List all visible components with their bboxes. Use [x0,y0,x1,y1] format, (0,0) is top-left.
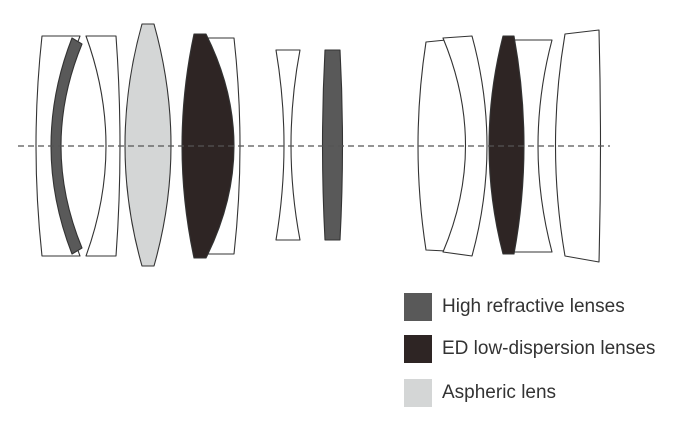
legend-item-high-refractive: High refractive lenses [404,292,625,322]
lens-element-10 [442,35,488,257]
legend-swatch [404,293,432,321]
legend-item-ed-low-dispersion: ED low-dispersion lenses [404,334,655,364]
legend-label: Aspheric lens [442,382,557,403]
lens-element-3 [85,35,121,257]
legend-swatch [404,379,432,407]
legend-label: High refractive lenses [442,296,625,317]
legend-label: ED low-dispersion lenses [442,338,656,359]
legend-item-aspheric: Aspheric lens [404,378,556,408]
lens-element-8-high-refractive [321,49,344,241]
lens-element-4-aspheric [124,23,172,267]
lens-element-7 [275,49,301,241]
lens-element-2-high-refractive [50,37,83,255]
lens-element-12-ed-low-dispersion [488,35,525,255]
legend-swatch [404,335,432,363]
